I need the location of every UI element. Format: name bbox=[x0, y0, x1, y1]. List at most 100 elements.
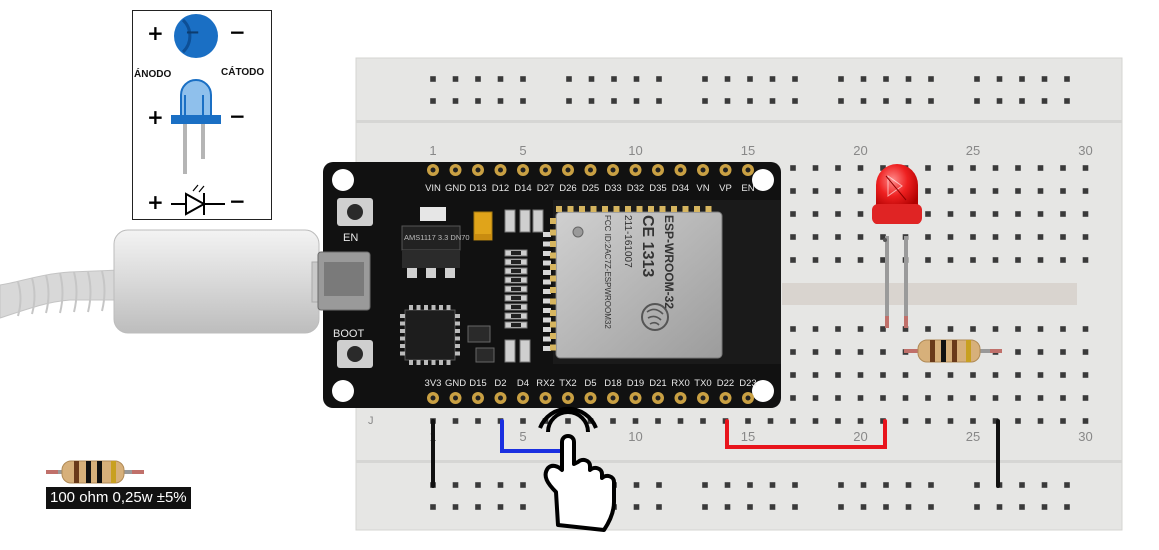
pin-hole bbox=[678, 395, 683, 401]
module-pad bbox=[550, 344, 556, 351]
en-button[interactable] bbox=[337, 198, 373, 226]
breadboard-hole bbox=[835, 165, 841, 171]
espressif-logo-icon bbox=[641, 303, 669, 331]
pin-hole bbox=[498, 167, 503, 173]
pin-hole bbox=[723, 167, 728, 173]
breadboard-hole bbox=[970, 395, 976, 401]
module-pad bbox=[550, 310, 556, 316]
breadboard-hole bbox=[747, 76, 753, 82]
esp32-bottom-pin-label: RX2 bbox=[536, 378, 554, 389]
breadboard-hole bbox=[835, 257, 841, 263]
column-number: 30 bbox=[1078, 143, 1092, 158]
breadboard-hole bbox=[1037, 234, 1044, 240]
breadboard-hole bbox=[792, 76, 798, 82]
module-pad bbox=[636, 206, 643, 212]
esp32-bottom-pin-label: D15 bbox=[469, 378, 486, 389]
breadboard-hole bbox=[857, 395, 864, 401]
esp32-top-pin-label: D14 bbox=[514, 183, 531, 194]
breadboard-hole bbox=[475, 418, 481, 424]
boot-button[interactable] bbox=[337, 340, 373, 368]
boot-button-label: BOOT bbox=[333, 328, 364, 340]
smd-pad bbox=[543, 346, 551, 351]
legend-minus-bottom: − bbox=[229, 189, 246, 213]
chip-pin bbox=[455, 321, 460, 326]
pin-hole bbox=[610, 395, 616, 401]
esp32-bottom-pin-label: 3V3 bbox=[425, 378, 442, 389]
breadboard-hole bbox=[1060, 188, 1066, 194]
breadboard-hole bbox=[1037, 349, 1044, 355]
smd-pad bbox=[543, 279, 551, 285]
breadboard-hole bbox=[769, 482, 776, 488]
breadboard-hole bbox=[1041, 98, 1048, 104]
breadboard-hole bbox=[1015, 234, 1021, 240]
breadboard-hole bbox=[835, 211, 841, 217]
smd-body bbox=[511, 269, 521, 273]
smd-pad bbox=[543, 317, 551, 323]
esp32-bottom-pin-label: RX0 bbox=[671, 378, 689, 389]
smd-pad bbox=[543, 289, 551, 294]
breadboard-hole bbox=[724, 504, 731, 510]
breadboard-hole bbox=[857, 234, 864, 240]
legend-minus-top: − bbox=[229, 20, 246, 44]
column-number: 25 bbox=[966, 429, 980, 444]
en-button-label: EN bbox=[343, 232, 358, 244]
breadboard-hole bbox=[857, 372, 864, 378]
breadboard-hole bbox=[883, 482, 889, 488]
pin-hole bbox=[475, 167, 481, 173]
cathode-label: CÁTODO bbox=[221, 67, 265, 78]
breadboard-hole bbox=[745, 418, 751, 424]
pin-hole bbox=[700, 167, 706, 173]
breadboard-hole bbox=[790, 211, 796, 217]
breadboard-hole bbox=[925, 188, 931, 194]
module-ce-label: CE 1313 bbox=[639, 215, 656, 277]
breadboard-hole bbox=[947, 165, 954, 171]
smd-pad bbox=[543, 241, 551, 247]
breadboard-hole bbox=[520, 98, 526, 104]
breadboard-hole bbox=[974, 482, 980, 488]
breadboard-hole bbox=[792, 98, 798, 104]
esp32-top-pin-label: D26 bbox=[559, 183, 576, 194]
breadboard-hole bbox=[838, 98, 844, 104]
esp32-top-pin-label: D13 bbox=[469, 183, 486, 194]
breadboard-hole bbox=[992, 395, 999, 401]
breadboard-hole bbox=[767, 418, 774, 424]
usb-cable bbox=[0, 229, 333, 334]
breadboard-hole bbox=[452, 98, 459, 104]
breadboard-hole bbox=[902, 418, 909, 424]
column-number: 25 bbox=[966, 143, 980, 158]
breadboard-hole bbox=[928, 482, 934, 488]
breadboard-hole bbox=[947, 395, 954, 401]
breadboard-hole bbox=[947, 326, 954, 332]
breadboard-hole bbox=[475, 482, 481, 488]
breadboard-hole bbox=[992, 418, 999, 424]
breadboard-hole bbox=[1060, 418, 1066, 424]
breadboard-hole bbox=[835, 326, 841, 332]
breadboard-hole bbox=[947, 257, 954, 263]
pin-hole bbox=[588, 395, 593, 401]
breadboard-hole bbox=[925, 395, 931, 401]
legend-minus-middle: − bbox=[229, 104, 246, 128]
module-pad bbox=[550, 252, 556, 259]
wires bbox=[431, 419, 1000, 488]
breadboard-hole bbox=[475, 98, 481, 104]
breadboard-hole bbox=[860, 76, 867, 82]
breadboard-hole bbox=[1064, 482, 1070, 488]
breadboard-hole bbox=[790, 418, 796, 424]
breadboard-hole bbox=[883, 76, 889, 82]
chip-pin bbox=[416, 360, 421, 365]
pin-hole bbox=[543, 167, 548, 173]
breadboard-hole bbox=[702, 76, 708, 82]
breadboard-hole bbox=[860, 504, 867, 510]
pin-hole bbox=[610, 167, 616, 173]
breadboard-hole bbox=[905, 76, 912, 82]
breadboard-hole bbox=[588, 76, 595, 82]
breadboard-hole bbox=[970, 211, 976, 217]
breadboard-hole bbox=[835, 188, 841, 194]
esp32-top-pin-label: D12 bbox=[492, 183, 509, 194]
esp32-bottom-pin-label: D22 bbox=[717, 378, 734, 389]
breadboard-hole bbox=[970, 326, 976, 332]
breadboard-hole bbox=[610, 418, 616, 424]
breadboard-hole bbox=[520, 482, 526, 488]
breadboard-hole bbox=[792, 482, 798, 488]
breadboard-hole bbox=[835, 349, 841, 355]
